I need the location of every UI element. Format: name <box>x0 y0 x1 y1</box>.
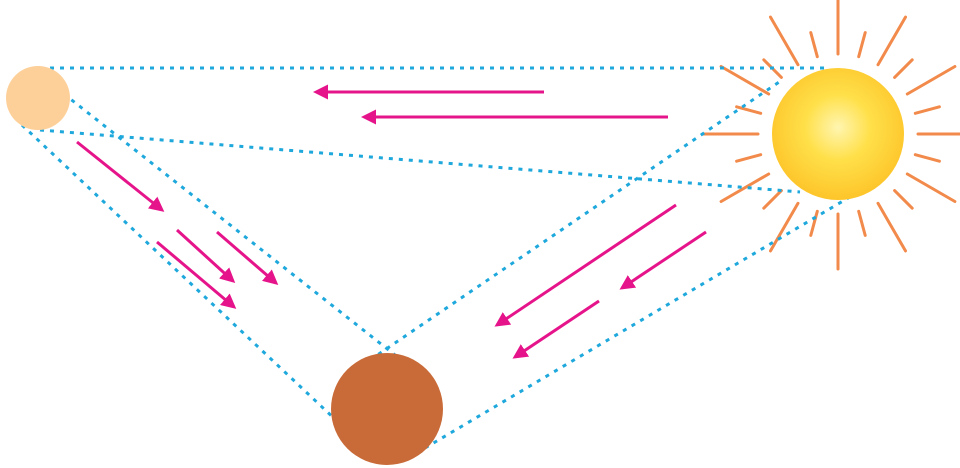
arrow-small-to-planet-4 <box>156 240 237 309</box>
guide-lines <box>20 66 866 450</box>
arrow-small-to-planet-2 <box>175 228 236 284</box>
guide-line-small-to-planet-top <box>39 73 396 357</box>
small-body <box>6 66 70 130</box>
sun-ray <box>735 153 763 163</box>
sun-ray <box>857 209 867 237</box>
arrow-sun-to-planet-1 <box>494 203 677 327</box>
sun-ray <box>905 65 957 96</box>
sun-ray <box>719 172 771 203</box>
guide-line-planet-to-sun-top <box>369 78 783 362</box>
sun-ray <box>735 105 763 115</box>
sun-ray <box>719 65 771 96</box>
sun <box>772 68 904 200</box>
sun-ray <box>876 201 907 253</box>
arrow-sun-to-planet-2 <box>619 230 707 290</box>
sun-ray <box>762 189 783 210</box>
sun-ray <box>809 31 819 59</box>
sun-ray <box>893 189 914 210</box>
guide-line-small-to-sun-lower <box>39 128 801 194</box>
sun-rays <box>701 0 960 271</box>
sun-ray <box>809 209 819 237</box>
arrow-small-to-planet-1 <box>76 140 165 212</box>
sun-ray <box>769 201 800 253</box>
sun-ray <box>857 31 867 59</box>
planet <box>331 353 443 465</box>
arrow-small-to-planet-3 <box>216 230 279 285</box>
sun-ray <box>769 15 800 67</box>
arrow-sun-to-planet-3 <box>512 299 600 359</box>
sun-ray <box>876 15 907 67</box>
sun-ray <box>913 105 941 115</box>
sun-ray <box>905 172 957 203</box>
guide-line-small-to-planet-bottom <box>20 123 340 424</box>
light-arrows <box>76 84 707 359</box>
sun-ray <box>893 58 914 79</box>
sun-ray <box>913 153 941 163</box>
